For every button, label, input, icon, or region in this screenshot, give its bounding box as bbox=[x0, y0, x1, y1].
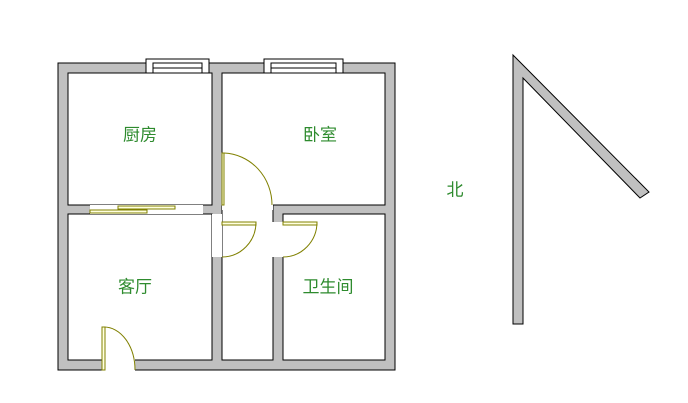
kitchen-label: 厨房 bbox=[123, 125, 157, 146]
sliding-door-1 bbox=[117, 205, 176, 210]
bathroom-label: 卫生间 bbox=[302, 277, 354, 298]
north-label: 北 bbox=[446, 180, 464, 201]
doors bbox=[89, 152, 318, 371]
bathroom-room bbox=[282, 213, 386, 361]
entry-door-arc bbox=[103, 326, 136, 371]
living-room-label: 客厅 bbox=[118, 277, 152, 298]
sliding-door-2 bbox=[89, 209, 148, 214]
corridor bbox=[221, 204, 274, 361]
bedroom-label: 卧室 bbox=[303, 125, 337, 146]
kitchen-room bbox=[67, 72, 213, 206]
entry-door-leaf bbox=[101, 326, 106, 371]
living-room bbox=[67, 213, 213, 361]
north-arrow-icon bbox=[512, 53, 650, 325]
walls bbox=[57, 62, 396, 371]
windows bbox=[145, 58, 344, 74]
bathroom-door-leaf bbox=[282, 221, 318, 226]
living-door-arc bbox=[221, 221, 257, 258]
bathroom-door-arc bbox=[282, 221, 318, 258]
living-door-leaf bbox=[221, 221, 257, 226]
bedroom-door-arc bbox=[223, 152, 273, 206]
bedroom-door-leaf bbox=[221, 152, 225, 206]
